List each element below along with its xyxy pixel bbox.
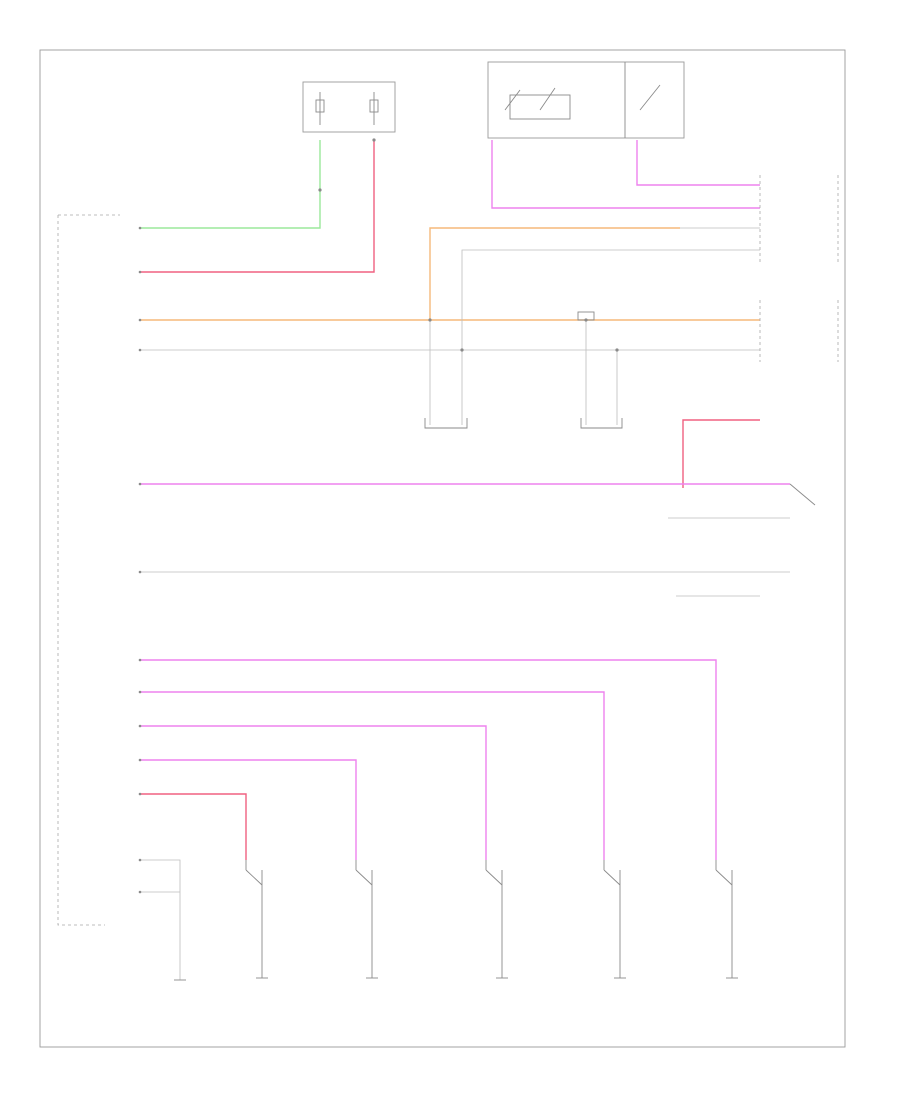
- seat-switch-5: [715, 860, 738, 979]
- switch-right-1: [789, 483, 816, 506]
- diagram-border: [39, 49, 846, 1048]
- relay-box: [487, 61, 685, 139]
- pink-wire-seat-2: [140, 759, 357, 860]
- pink-wire-seat-3: [140, 725, 487, 860]
- splice-points: [318, 138, 619, 352]
- upper-module-leads: [680, 227, 760, 251]
- pink-wire-seat-4: [140, 691, 605, 860]
- ground-drop-left: [424, 320, 468, 429]
- pink-wire-relay-b: [636, 140, 760, 186]
- red-wire-seat-1: [140, 793, 247, 860]
- upper-module-bracket: [759, 175, 839, 262]
- module-boundary: [57, 214, 120, 926]
- ground-drop-right: [580, 320, 623, 429]
- pink-wire-seat-5: [140, 659, 717, 860]
- fuse-block: [302, 81, 396, 133]
- module-ground: [140, 859, 186, 981]
- red-wire: [140, 140, 375, 273]
- green-wire: [140, 140, 321, 229]
- middle-module-bracket: [759, 300, 839, 362]
- module-pins: [138, 226, 142, 894]
- seat-switch-1: [245, 860, 268, 979]
- pink-wire-relay-a: [491, 140, 760, 209]
- gray-wire-branch: [461, 249, 680, 350]
- orange-wire-branch: [429, 227, 680, 320]
- seat-switch-4: [603, 860, 626, 979]
- red-feed-right: [682, 419, 760, 488]
- seat-switch-2: [355, 860, 378, 979]
- seat-switch-3: [485, 860, 508, 979]
